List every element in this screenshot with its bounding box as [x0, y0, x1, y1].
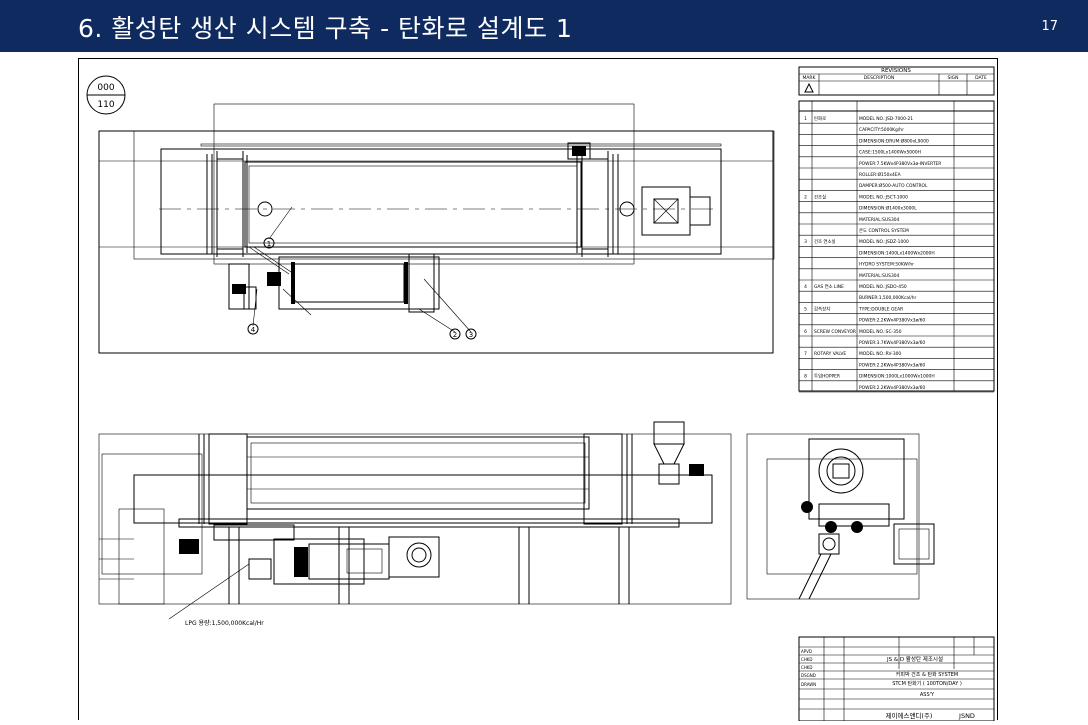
tb-label-drawn: DRAWN: [801, 682, 816, 687]
callout-4: 4: [251, 326, 256, 334]
side-elevation-view: [746, 433, 935, 600]
tb-assy: ASS'Y: [920, 692, 935, 698]
parts-cell-name: 건조 연소실: [814, 238, 836, 245]
sheet-code-badge: 000 110: [86, 75, 126, 115]
tb-project: JS & D 활성탄 제조시설: [886, 655, 943, 663]
tb-label-chkd-2: CHKD: [801, 665, 813, 670]
parts-cell-no: 5: [804, 306, 807, 312]
parts-cell-spec: MODEL NO.:JSDO-450: [859, 284, 907, 290]
parts-cell-spec: MODEL NO.:JSD-7000-21: [859, 116, 913, 122]
tb-system-line2: STCM 탄화기 ( 100TON/DAY ): [892, 680, 962, 687]
tb-label-apvd: APVD: [801, 649, 812, 654]
rev-col-date: DATE: [975, 75, 987, 81]
parts-cell-spec: CASE:1500Lx1400Wx5000H: [859, 150, 921, 156]
rev-col-mark: MARK: [802, 75, 816, 81]
parts-cell-no: 4: [804, 284, 807, 290]
parts-cell-spec: ROLLER:Ø150x4EA: [859, 171, 901, 178]
parts-cell-spec: MODEL NO.:RV-300: [859, 351, 901, 357]
parts-cell-name: 건조실: [814, 193, 826, 200]
parts-cell-spec: DIMENSION:DRUM:Ø800xL9000: [859, 137, 929, 144]
parts-cell-spec: MATERIAL:SUS304: [859, 273, 900, 279]
parts-cell-spec: POWER:2.2KWx4P380Vx3ø/60: [859, 362, 925, 368]
parts-cell-name: 탄화로: [814, 115, 826, 122]
tb-company-code: JSND: [958, 712, 975, 720]
tb-label-chkd-1: CHKD: [801, 657, 813, 662]
drum-flanges-left: [206, 151, 248, 257]
parts-cell-spec: POWER:3.7KWx4P380Vx3ø/60: [859, 340, 925, 346]
slide-header: 6. 활성탄 생산 시스템 구축 - 탄화로 설계도 1 17: [0, 0, 1088, 52]
parts-cell-spec: TYPE:DOUBLE GEAR: [858, 306, 903, 312]
parts-cell-no: 3: [804, 239, 807, 245]
parts-cell-spec: POWER:7.5KWx4P380Vx3ø-INVERTER: [859, 161, 941, 167]
parts-cell-spec: DIMENSION:Ø1400x3000L: [859, 205, 917, 212]
title-block: APVD CHKD CHKD DSGND DRAWN JS & D 활성탄 제조…: [798, 636, 995, 722]
elev-frame-left: [99, 538, 134, 580]
sheet-code-top: 000: [97, 83, 114, 93]
parts-cell-name: 투입HOPPER: [814, 373, 840, 380]
parts-cell-name: SCREW CONVEYOR: [814, 329, 856, 335]
parts-cell-no: 1: [804, 116, 807, 122]
parts-cell-spec: BURNER:1,500,000Kcal/hr: [859, 295, 917, 301]
parts-cell-no: 8: [804, 374, 807, 380]
callouts: 1 4 2 3: [247, 206, 477, 340]
parts-cell-spec: MODEL NO.:JSDZ-1000: [859, 239, 909, 245]
parts-cell-spec: MODEL NO.:JSCT-1000: [859, 194, 908, 200]
elev-flanges: [198, 434, 633, 524]
revisions-title: REVISIONS: [881, 68, 911, 74]
parts-cell-spec: POWER:2.2KWx4P380Vx3ø/60: [859, 385, 925, 391]
revisions-table: REVISIONS MARK DESCRIPTION SIGN DATE: [798, 66, 995, 96]
support-legs: [228, 527, 630, 604]
tb-system-line1: 커피박 건조 & 탄화 SYSTEM: [896, 671, 958, 678]
plan-view: [98, 103, 775, 354]
lpg-label: LPG 용량:1,500,000Kcal/Hr: [185, 620, 264, 627]
parts-cell-spec: DAMPER:Ø500-AUTO CONTROL: [859, 182, 928, 189]
sheet-code-bottom: 110: [97, 100, 114, 110]
parts-cell-name: GAS 연소 LINE: [814, 283, 844, 290]
parts-cell-spec: HYDRO SYSTEM:50KW/hr: [859, 262, 914, 268]
callout-3: 3: [469, 331, 473, 339]
parts-cell-spec: POWER:2.2KWx4P380Vx3ø/60: [859, 318, 925, 324]
callout-1: 1: [267, 240, 271, 248]
drum-flanges-right: [576, 151, 619, 257]
rev-col-sign: SIGN: [947, 75, 958, 81]
parts-list-table: 1 탄화로 MODEL NO.:JSD-7000-21CAPACITY:5000Kg…: [798, 100, 995, 393]
parts-cell-no: 6: [804, 329, 807, 335]
carbonization-furnace-drawing: 000 110: [86, 66, 995, 722]
parts-cell-name: 감속장치: [814, 305, 830, 312]
tb-company: 제이에스앤디(주): [886, 711, 933, 720]
tb-label-dsgnd: DSGND: [801, 673, 816, 678]
callout-2: 2: [453, 331, 457, 339]
parts-cell-no: 2: [804, 194, 807, 200]
parts-cell-spec: DIMENSION:1000Lx1000Wx1000H: [859, 374, 935, 380]
parts-cell-spec: MODEL NO.:SC-350: [859, 329, 902, 335]
parts-cell-spec: DIMENSION:1400Lx1400Wx2000H: [859, 250, 935, 256]
parts-cell-spec: 온도 CONTROL SYSTEM: [859, 228, 909, 234]
parts-cell-spec: CAPACITY:5000Kg/hr: [859, 127, 904, 133]
parts-cell-spec: MATERIAL:SUS304: [859, 217, 900, 223]
parts-cell-name: ROTARY VALVE: [814, 351, 846, 357]
parts-cell-no: 7: [804, 351, 807, 357]
rev-col-description: DESCRIPTION: [864, 75, 894, 81]
cad-drawing-frame: 000 110: [78, 58, 998, 722]
slide-title: 6. 활성탄 생산 시스템 구축 - 탄화로 설계도 1: [78, 14, 573, 43]
page-number: 17: [1041, 19, 1058, 34]
front-elevation-view: LPG 용량:1,500,000Kcal/Hr: [98, 421, 732, 627]
